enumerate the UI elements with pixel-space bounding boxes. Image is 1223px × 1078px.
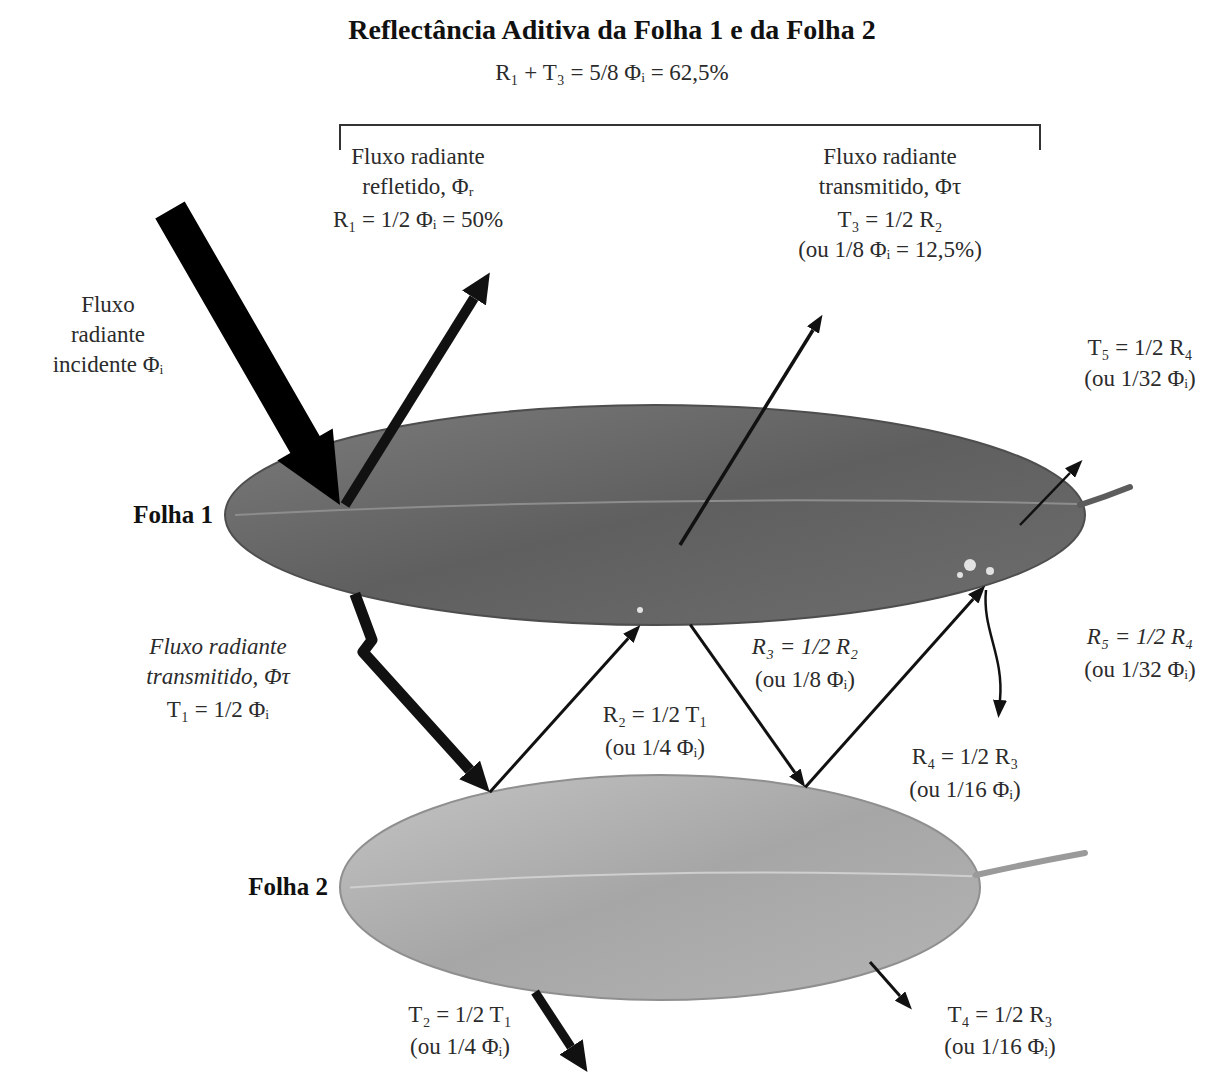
leaf-outline [340,775,980,1000]
title-box: Reflectância Aditiva da Folha 1 e da Fol… [348,12,875,48]
leaf-blade [340,775,980,1000]
leaf-spot [957,572,963,578]
flux-label: (ou 1/8 Φᵢ = 12,5%) [798,235,982,265]
flux-label: (ou 1/16 Φᵢ) [944,1032,1055,1062]
flux-label: T₄ = 1/2 R₃ [947,1000,1052,1030]
flux-label: Fluxo radiante transmitido, Φτ [800,142,980,202]
leaf-midrib [235,500,1077,515]
flux-label: (ou 1/16 Φᵢ) [909,775,1020,805]
flux-label: Fluxo radiante transmitido, Φτ [128,632,308,692]
leaf-stem [976,853,1085,875]
incident-arrow [155,202,340,506]
label-box: T₂ = 1/2 T₁ [408,1000,511,1030]
label-box: Fluxo radiante incidente Φᵢ [47,290,169,380]
diagram-title: Reflectância Aditiva da Folha 1 e da Fol… [348,12,875,48]
label-box: R₅ = 1/2 R₄ [1087,622,1193,652]
label-box: R₁ + T₃ = 5/8 Φᵢ = 62,5% [495,58,729,88]
edge-label: R₃ = 1/2 R₂ [752,632,858,662]
edge-label-box: T₁ = 1/2 Φᵢ [167,695,269,725]
leaf-name: Folha 1 [133,499,213,532]
reflected-arrow [986,590,1001,700]
flux-label: T₅ = 1/2 R₄ [1087,333,1192,363]
leaf-spot [986,567,994,575]
label-box: (ou 1/16 Φᵢ) [944,1032,1055,1062]
label-box: Fluxo radiante transmitido, Φτ [128,632,308,692]
flux-label: (ou 1/32 Φᵢ) [1084,364,1195,394]
edge-label-box: R₂ = 1/2 T₁ [603,700,708,730]
flux-label: Fluxo radiante incidente Φᵢ [47,290,169,380]
flux-label: R₁ + T₃ = 5/8 Φᵢ = 62,5% [495,58,729,88]
edge-label-box: R₃ = 1/2 R₂ [752,632,858,662]
edge-label: R₂ = 1/2 T₁ [603,700,708,730]
leaf-outline [225,405,1085,625]
leaf-name: Folha 2 [248,871,328,904]
flux-label: (ou 1/4 Φᵢ) [605,733,705,763]
label-box: (ou 1/16 Φᵢ) [909,775,1020,805]
label-box: R₁ = 1/2 Φᵢ = 50% [333,205,503,235]
flux-label: T₃ = 1/2 R₂ [837,205,942,235]
edge-label: R₄ = 1/2 R₃ [912,742,1018,772]
transmitted-arrow [535,992,571,1047]
edge-label: T₁ = 1/2 Φᵢ [167,695,269,725]
label-box: T₅ = 1/2 R₄ [1087,333,1192,363]
leaf-stem [1080,487,1130,505]
leaf-midrib [350,873,972,888]
label-box: (ou 1/32 Φᵢ) [1084,655,1195,685]
leaf-spot [637,607,643,613]
leaf-spot [964,559,976,571]
flux-label: (ou 1/8 Φᵢ) [755,665,855,695]
label-box: T₃ = 1/2 R₂ [837,205,942,235]
flux-label: Fluxo radiante refletido, Φᵣ [328,142,508,202]
flux-label: T₂ = 1/2 T₁ [408,1000,511,1030]
flux-label: (ou 1/4 Φᵢ) [410,1032,510,1062]
label-box: Fluxo radiante refletido, Φᵣ [328,142,508,202]
label-box: (ou 1/4 Φᵢ) [410,1032,510,1062]
leaf-blade [225,405,1085,625]
leaf-node: Folha 1 [225,405,1085,625]
flux-label: (ou 1/32 Φᵢ) [1084,655,1195,685]
leaf-node: Folha 2 [340,775,980,1000]
label-box: T₄ = 1/2 R₃ [947,1000,1052,1030]
label-box: Fluxo radiante transmitido, Φτ [800,142,980,202]
label-box: (ou 1/32 Φᵢ) [1084,364,1195,394]
flux-label: R₅ = 1/2 R₄ [1087,622,1193,652]
flux-label: R₁ = 1/2 Φᵢ = 50% [333,205,503,235]
label-box: (ou 1/8 Φᵢ = 12,5%) [798,235,982,265]
flux-arrow [355,594,470,770]
edge-label-box: R₄ = 1/2 R₃ [912,742,1018,772]
label-box: (ou 1/8 Φᵢ) [755,665,855,695]
label-box: (ou 1/4 Φᵢ) [605,733,705,763]
